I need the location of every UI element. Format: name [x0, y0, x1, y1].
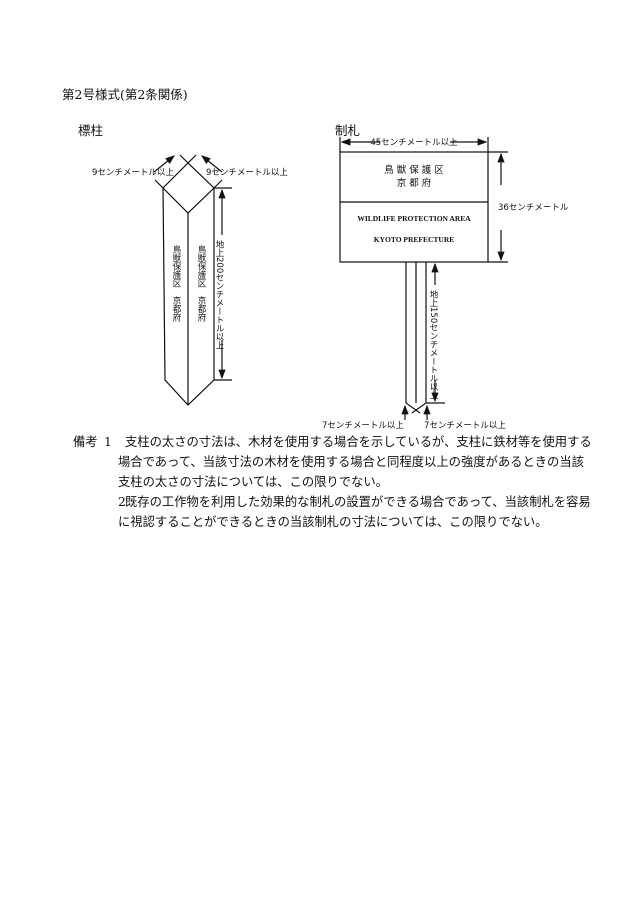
pillar-face-text-right: 鳥獣保護区 京都府 [196, 244, 206, 322]
notes-label: 備考 [73, 435, 98, 449]
note-2-line-2: に視認することができるときの当該制札の寸法については、この限りでない。 [118, 515, 548, 529]
sign-text-ja-2: 京 都 府 [397, 177, 432, 189]
pillar-drawing [153, 154, 232, 406]
sign-height-label: 36センチメートル [498, 203, 569, 213]
note-2-line-1: 既存の工作物を利用した効果的な制札の設置ができる場合であって、当該制札を容易 [125, 495, 591, 509]
sign-text-en-1: WILDLIFE PROTECTION AREA [357, 214, 471, 223]
note-1-line-2: 場合であって、当該寸法の木材を使用する場合と同程度以上の強度があるときの当該 [118, 455, 584, 469]
sign-text-ja-1: 鳥 獣 保 護 区 [384, 164, 444, 176]
post-width-label-left: 7センチメートル以上 [322, 421, 404, 430]
pillar-face-text-left: 鳥獣保護区 京都府 [171, 244, 181, 322]
pillar-width-label-right: 9センチメートル以上 [206, 168, 288, 178]
note-1-line-1: 支柱の太さの寸法は、木材を使用する場合を示しているが、支柱に鉄材等を使用する [125, 435, 592, 449]
pillar-width-label-left: 9センチメートル以上 [92, 168, 174, 178]
pillar-height-label: 地上200センチメートル以上 [214, 239, 224, 349]
note-2-number: 2 [118, 495, 126, 509]
sign-diagrams: 9センチメートル以上 9センチメートル以上 地上200センチメートル以上 鳥獣保… [92, 137, 569, 430]
form-title: 第2号様式(第2条関係) [62, 87, 188, 102]
sign-width-label: 45センチメートル以上 [370, 138, 458, 148]
post-height-label: 地上150センチメートル以上 [428, 289, 438, 399]
sign-text-en-2: KYOTO PREFECTURE [374, 235, 455, 244]
sign-heading: 制札 [335, 123, 361, 138]
post-width-label-right: 7センチメートル以上 [424, 421, 506, 430]
pillar-heading: 標柱 [78, 123, 104, 138]
note-1-number: 1 [104, 435, 112, 449]
note-1-line-3: 支柱の太さの寸法については、この限りでない。 [118, 475, 388, 489]
sign-drawing [339, 137, 508, 420]
